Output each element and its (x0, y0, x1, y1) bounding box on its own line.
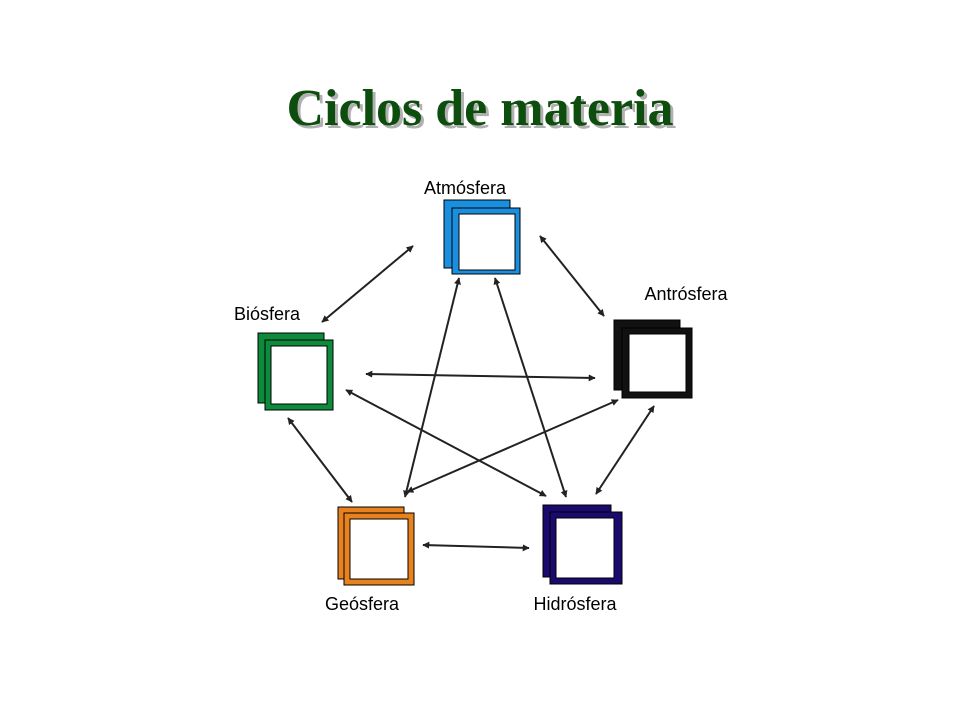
hidrosfera-icon (542, 504, 623, 585)
arrow-biosfera-hidrosfera (345, 389, 547, 497)
arrow-atmosfera-biosfera (321, 245, 414, 323)
node-biosfera: Biósfera (234, 304, 334, 411)
geosfera-icon (337, 506, 415, 586)
arrows-layer (287, 235, 655, 552)
antrosfera-icon (613, 319, 693, 399)
arrow-geosfera-hidrosfera (422, 541, 530, 552)
antrosfera-icon-inner (628, 333, 687, 393)
arrow-antrosfera-hidrosfera (595, 405, 655, 495)
arrow-atmosfera-antrosfera (539, 235, 605, 317)
node-geosfera: Geósfera (325, 506, 415, 614)
node-antrosfera: Antrósfera (613, 284, 729, 399)
atmosfera-icon (443, 199, 521, 275)
node-label-hidrosfera: Hidrósfera (533, 594, 617, 614)
node-hidrosfera: Hidrósfera (533, 504, 623, 614)
node-label-atmosfera: Atmósfera (424, 178, 507, 198)
geosfera-icon-inner (349, 518, 409, 580)
node-label-antrosfera: Antrósfera (644, 284, 728, 304)
node-label-biosfera: Biósfera (234, 304, 301, 324)
hidrosfera-icon-inner (555, 517, 615, 579)
biosfera-icon-inner (270, 345, 328, 405)
arrow-atmosfera-hidrosfera (493, 277, 568, 498)
arrow-atmosfera-geosfera (403, 277, 461, 498)
arrow-biosfera-antrosfera (365, 370, 596, 382)
arrow-biosfera-geosfera (287, 417, 353, 503)
biosfera-icon (257, 332, 334, 411)
node-label-geosfera: Geósfera (325, 594, 400, 614)
atmosfera-icon-inner (458, 213, 516, 271)
arrow-antrosfera-geosfera (406, 399, 619, 493)
page-title: Ciclos de materia (286, 80, 674, 137)
node-atmosfera: Atmósfera (424, 178, 521, 275)
